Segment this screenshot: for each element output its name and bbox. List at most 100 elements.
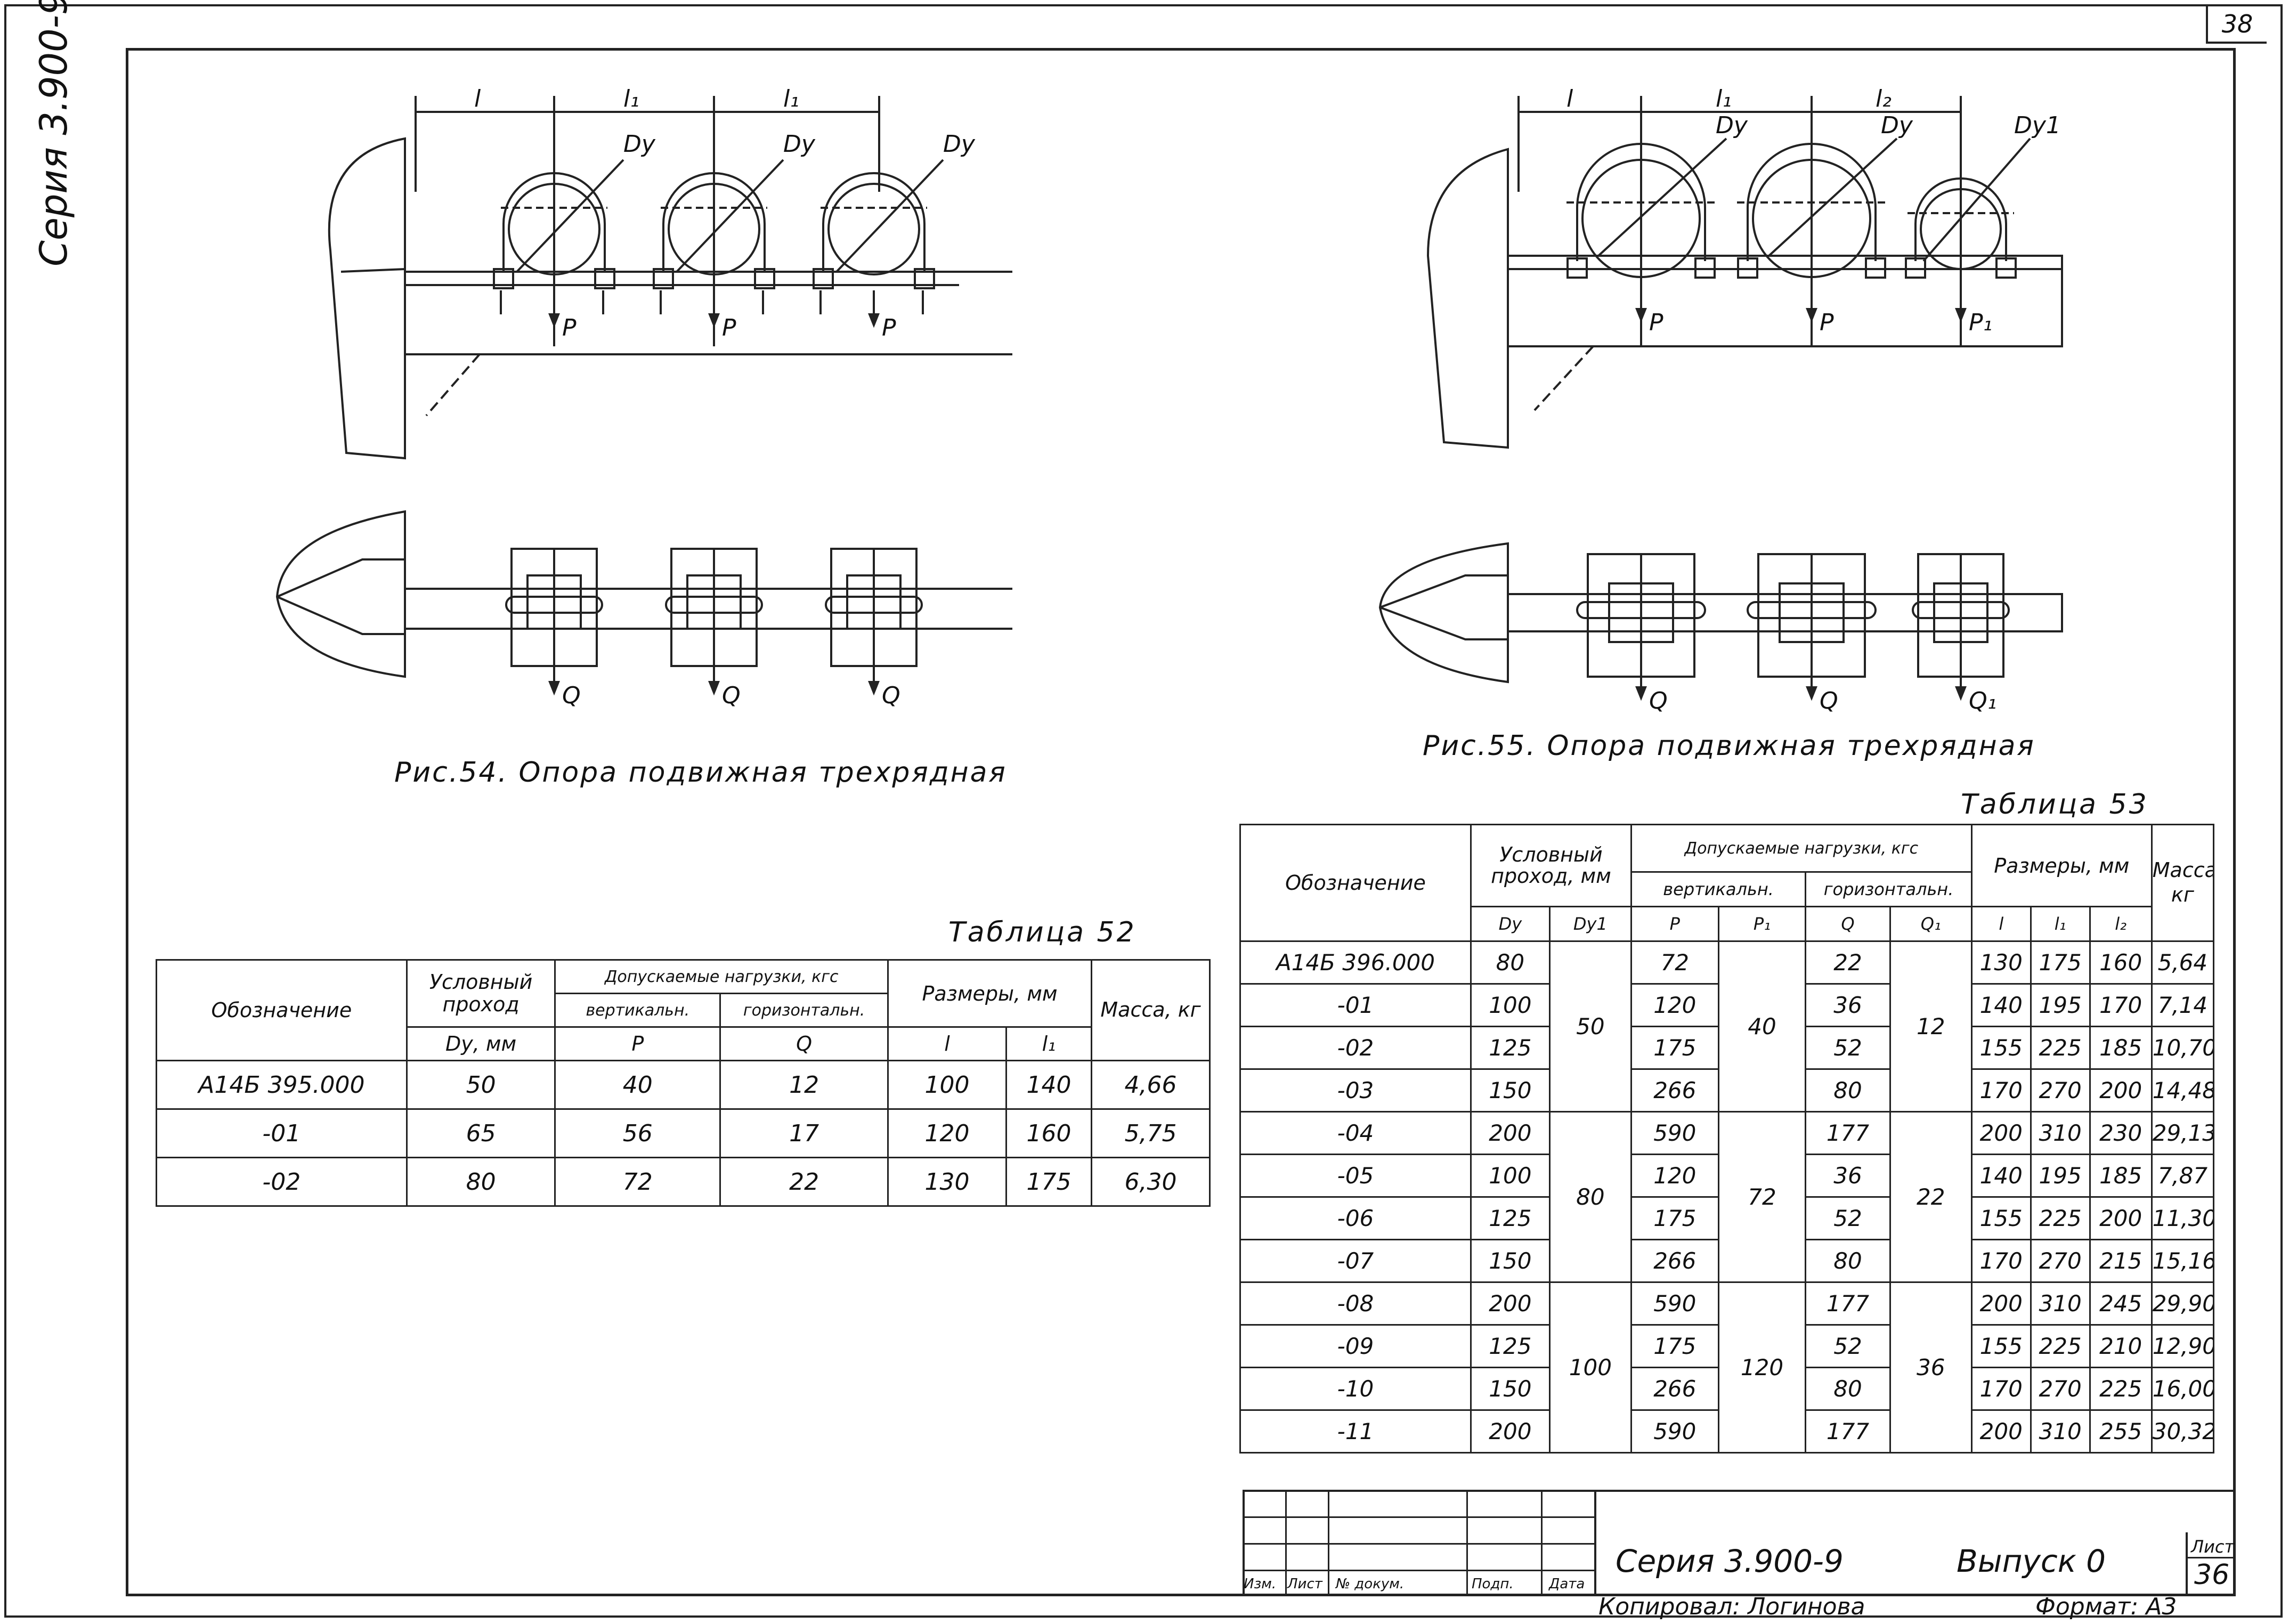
t53-cell: 170	[1970, 1239, 2032, 1283]
stamp-issue: Выпуск 0	[1957, 1543, 2106, 1579]
t52-cell: 56	[554, 1108, 721, 1158]
t53-cell: 11,30	[2150, 1196, 2215, 1240]
t53-cell: 14,48	[2150, 1068, 2215, 1113]
t53-cell: 52	[1805, 1324, 1891, 1368]
t53-cell: -01	[1239, 983, 1472, 1027]
fig54-pipe-label-1: Dу	[623, 131, 656, 158]
t53-cell: 200	[1470, 1281, 1551, 1326]
t52-cell: 50	[405, 1060, 556, 1110]
t53-cell: 177	[1805, 1281, 1891, 1326]
t53-cell: 310	[2030, 1281, 2091, 1326]
t53-cell: 22	[1889, 1111, 1973, 1283]
t53-cell: 125	[1470, 1324, 1551, 1368]
t53-cell: 225	[2030, 1196, 2091, 1240]
t52-h-dims: Размеры, мм	[887, 959, 1093, 1028]
t53-cell: 590	[1630, 1409, 1719, 1454]
t53-cell: 310	[2030, 1409, 2091, 1454]
t52-cell: 12	[719, 1060, 889, 1110]
t53-cell: 80	[1548, 1111, 1632, 1283]
t52-cell: А14Б 395.000	[156, 1060, 408, 1110]
t53-cell: 80	[1470, 940, 1551, 985]
t53-cell: 7,14	[2150, 983, 2215, 1027]
t53-cell: А14Б 396.000	[1239, 940, 1472, 985]
t52-cell: 80	[405, 1157, 556, 1207]
t53-cell: 266	[1630, 1239, 1719, 1283]
t53-cell: 177	[1805, 1409, 1891, 1454]
table-row: -02 80 72 22 130 175 6,30	[156, 1157, 1211, 1207]
t53-cell: -07	[1239, 1239, 1472, 1283]
t53-cell: 270	[2030, 1367, 2091, 1411]
t53-cell: 230	[2089, 1111, 2153, 1155]
t53-cell: 170	[1970, 1068, 2032, 1113]
fig55-load-p-2: P	[1820, 309, 1834, 336]
t53-cell: 170	[2089, 983, 2153, 1027]
t52-h-horizontal: горизонтальн.	[719, 993, 889, 1028]
t53-h-nominal: Условный проход, мм	[1470, 824, 1632, 907]
t53-cell: 195	[2030, 1154, 2091, 1198]
fig55-pipe-label-1: Dу	[1716, 112, 1748, 139]
t52-h-l1: l₁	[1005, 1026, 1093, 1061]
t53-cell: 80	[1805, 1239, 1891, 1283]
t53-h-p1: P₁	[1717, 906, 1807, 942]
t53-cell: 175	[1630, 1026, 1719, 1070]
t52-h-l: l	[887, 1026, 1007, 1061]
t53-cell: 155	[1970, 1026, 2032, 1070]
t53-cell: 215	[2089, 1239, 2153, 1283]
t53-cell: 125	[1470, 1026, 1551, 1070]
t53-h-loads: Допускаемые нагрузки, кгс	[1630, 824, 1973, 873]
fig55-dim-l1: l₁	[1716, 85, 1732, 112]
t53-cell: 36	[1889, 1281, 1973, 1454]
t53-h-q: Q	[1805, 906, 1891, 942]
t52-h-vertical: вертикальн.	[554, 993, 721, 1028]
t53-cell: 590	[1630, 1111, 1719, 1155]
t52-h-q: Q	[719, 1026, 889, 1061]
stamp-col-list: Лист	[1287, 1576, 1322, 1592]
t53-cell: 155	[1970, 1196, 2032, 1240]
t53-cell: 195	[2030, 983, 2091, 1027]
t52-cell: 22	[719, 1157, 889, 1207]
t53-cell: 210	[2089, 1324, 2153, 1368]
t53-cell: 200	[2089, 1068, 2153, 1113]
t53-cell: 120	[1630, 983, 1719, 1027]
paper-format: Формат: А3	[2035, 1593, 2177, 1620]
t53-cell: 225	[2089, 1367, 2153, 1411]
t52-cell: 40	[554, 1060, 721, 1110]
t52-cell: 6,30	[1091, 1157, 1211, 1207]
t53-cell: 30,32	[2150, 1409, 2215, 1454]
t53-cell: 120	[1717, 1281, 1807, 1454]
t53-h-l: l	[1970, 906, 2032, 942]
t52-h-p: P	[554, 1026, 721, 1061]
stamp-col-sign: Подп.	[1472, 1576, 1514, 1592]
t53-cell: 140	[1970, 1154, 2032, 1198]
t52-cell: 130	[887, 1157, 1007, 1207]
t53-cell: 185	[2089, 1154, 2153, 1198]
t53-cell: 80	[1805, 1367, 1891, 1411]
t52-cell: 72	[554, 1157, 721, 1207]
stamp-sheet-label: Лист	[2191, 1537, 2235, 1557]
t53-cell: 16,00	[2150, 1367, 2215, 1411]
t53-h-dy: Dу	[1470, 906, 1551, 942]
copied-by: Копировал: Логинова	[1598, 1593, 1865, 1620]
t53-cell: 150	[1470, 1239, 1551, 1283]
side-series-label: Серия 3.900-9.	[32, 0, 76, 266]
t53-cell: 140	[1970, 983, 2032, 1027]
fig54-dim-l1b: l₁	[783, 85, 799, 112]
fig54-load-p-2: P	[722, 314, 736, 342]
t53-cell: 36	[1805, 983, 1891, 1027]
t53-cell: 245	[2089, 1281, 2153, 1326]
t52-h-nominal: Условный проход	[405, 959, 556, 1028]
t53-cell: 7,87	[2150, 1154, 2215, 1198]
t53-cell: 52	[1805, 1026, 1891, 1070]
table-row: -01 65 56 17 120 160 5,75	[156, 1108, 1211, 1158]
stamp-sheet-number: 36	[2194, 1559, 2230, 1591]
t53-cell: 40	[1717, 940, 1807, 1113]
fig54-load-p-1: P	[562, 314, 577, 342]
t53-h-dims: Размеры, мм	[1970, 824, 2153, 907]
t53-cell: 50	[1548, 940, 1632, 1113]
